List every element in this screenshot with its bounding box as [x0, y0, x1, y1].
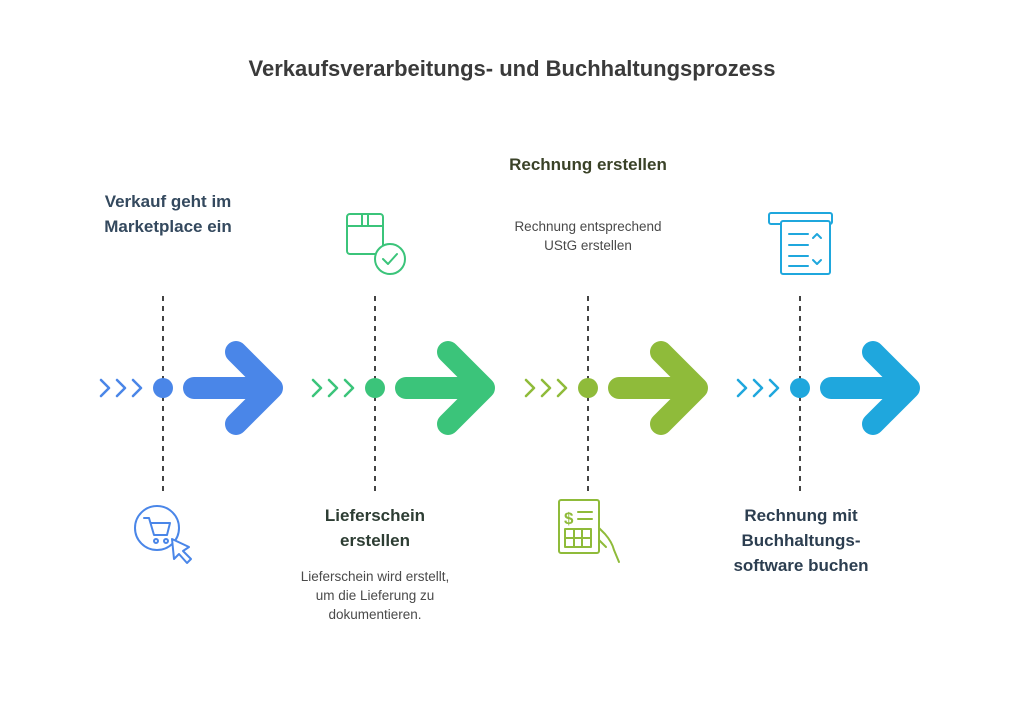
step-4-arrow: [820, 341, 920, 435]
step-2-arrow: [395, 341, 495, 435]
chevron-icon: [343, 378, 355, 398]
step-1-title: Verkauf geht im Marketplace ein: [104, 192, 232, 236]
invoice-hand-icon: $: [558, 499, 620, 563]
chevron-icon: [768, 378, 780, 398]
chevron-icon: [115, 378, 127, 398]
step-2-node: [365, 378, 385, 398]
chevron-icon: [311, 378, 323, 398]
chevron-icon: [752, 378, 764, 398]
step-2-description: Lieferschein wird erstellt, um die Liefe…: [300, 569, 450, 622]
step-2-track: [311, 378, 355, 398]
package-check-icon: [346, 213, 406, 275]
step-3-description: Rechnung entsprechend UStG erstellen: [514, 219, 662, 253]
step-2-title: Lieferschein erstellen: [324, 506, 426, 550]
svg-text:$: $: [564, 509, 574, 528]
step-1-arrow: [183, 341, 283, 435]
step-3-arrow: [608, 341, 708, 435]
step-4-node: [790, 378, 810, 398]
step-4-title: Rechnung mit Buchhaltungs- software buch…: [733, 506, 869, 575]
diagram-title: Verkaufsverarbeitungs- und Buchhaltungsp…: [248, 56, 776, 81]
chevron-icon: [131, 378, 143, 398]
step-1-node: [153, 378, 173, 398]
step-3-title: Rechnung erstellen: [509, 155, 667, 174]
step-3-node: [578, 378, 598, 398]
chevron-icon: [327, 378, 339, 398]
chevron-icon: [556, 378, 568, 398]
step-3-track: [524, 378, 568, 398]
shopping-cart-cursor-icon: [134, 505, 192, 564]
chevron-icon: [736, 378, 748, 398]
step-4-track: [736, 378, 780, 398]
chevron-icon: [99, 378, 111, 398]
chevron-icon: [540, 378, 552, 398]
checklist-document-icon: [768, 212, 833, 275]
chevron-icon: [524, 378, 536, 398]
step-1-track: [99, 378, 143, 398]
